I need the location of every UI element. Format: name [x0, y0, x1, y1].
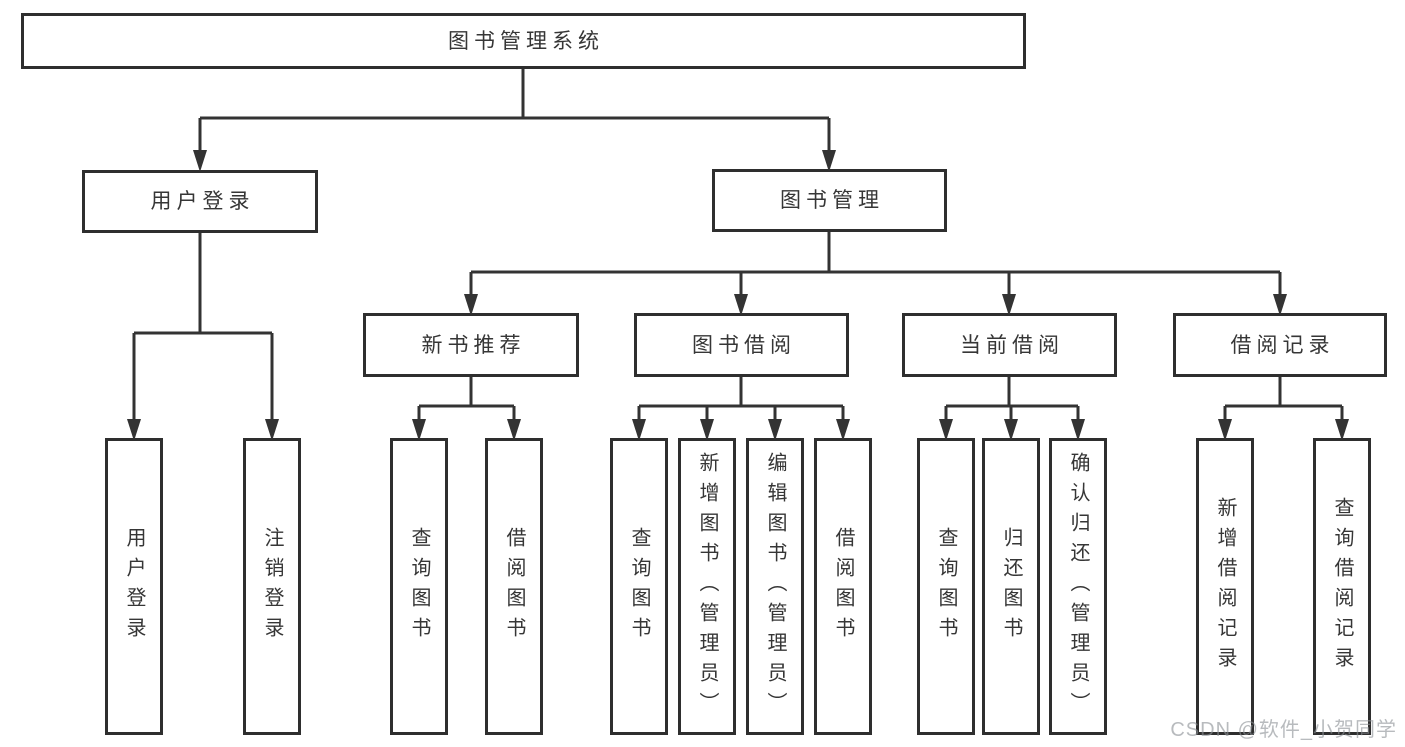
leaf-query-books-recommend: 查询图书	[390, 438, 448, 735]
leaf-confirm-return-admin-label: 确认归还（管理员）	[1067, 451, 1089, 722]
node-user-login: 用户登录	[82, 170, 318, 233]
leaf-return-books: 归还图书	[982, 438, 1040, 735]
leaf-query-books-borrowing: 查询图书	[610, 438, 668, 735]
node-borrowing-records: 借阅记录	[1173, 313, 1387, 377]
leaf-add-book-admin-label: 新增图书（管理员）	[696, 451, 718, 722]
leaf-query-borrow-record-label: 查询借阅记录	[1331, 496, 1353, 677]
leaf-user-login-label: 用户登录	[123, 526, 145, 647]
node-book-borrowing-label: 图书借阅	[692, 333, 796, 357]
leaf-edit-book-admin-label: 编辑图书（管理员）	[764, 451, 786, 722]
node-new-book-recommendation: 新书推荐	[363, 313, 579, 377]
node-book-management: 图书管理	[712, 169, 947, 232]
leaf-borrow-books-recommend-label: 借阅图书	[503, 526, 525, 647]
leaf-logout: 注销登录	[243, 438, 301, 735]
node-borrowing-records-label: 借阅记录	[1230, 333, 1335, 357]
node-book-borrowing: 图书借阅	[634, 313, 849, 377]
leaf-edit-book-admin: 编辑图书（管理员）	[746, 438, 804, 735]
leaf-user-login: 用户登录	[105, 438, 163, 735]
leaf-borrow-books: 借阅图书	[814, 438, 872, 735]
leaf-query-books-current: 查询图书	[917, 438, 975, 735]
node-library-management-system-label: 图书管理系统	[448, 29, 604, 53]
node-current-borrowing-label: 当前借阅	[960, 333, 1064, 357]
node-user-login-label: 用户登录	[150, 190, 255, 213]
leaf-borrow-books-recommend: 借阅图书	[485, 438, 543, 735]
leaf-add-borrow-record: 新增借阅记录	[1196, 438, 1254, 735]
watermark: CSDN @软件_小贺同学	[1170, 719, 1397, 741]
node-library-management-system: 图书管理系统	[21, 13, 1026, 69]
leaf-query-borrow-record: 查询借阅记录	[1313, 438, 1371, 735]
leaf-add-book-admin: 新增图书（管理员）	[678, 438, 736, 735]
leaf-query-books-borrowing-label: 查询图书	[628, 526, 650, 647]
node-current-borrowing: 当前借阅	[902, 313, 1117, 377]
leaf-return-books-label: 归还图书	[1000, 526, 1022, 647]
leaf-borrow-books-label: 借阅图书	[832, 526, 854, 647]
leaf-logout-label: 注销登录	[261, 526, 283, 647]
node-new-book-recommendation-label: 新书推荐	[421, 333, 526, 357]
leaf-query-books-recommend-label: 查询图书	[408, 526, 430, 647]
leaf-query-books-current-label: 查询图书	[935, 526, 957, 647]
leaf-add-borrow-record-label: 新增借阅记录	[1214, 496, 1236, 677]
leaf-confirm-return-admin: 确认归还（管理员）	[1049, 438, 1107, 735]
node-book-management-label: 图书管理	[780, 189, 884, 212]
